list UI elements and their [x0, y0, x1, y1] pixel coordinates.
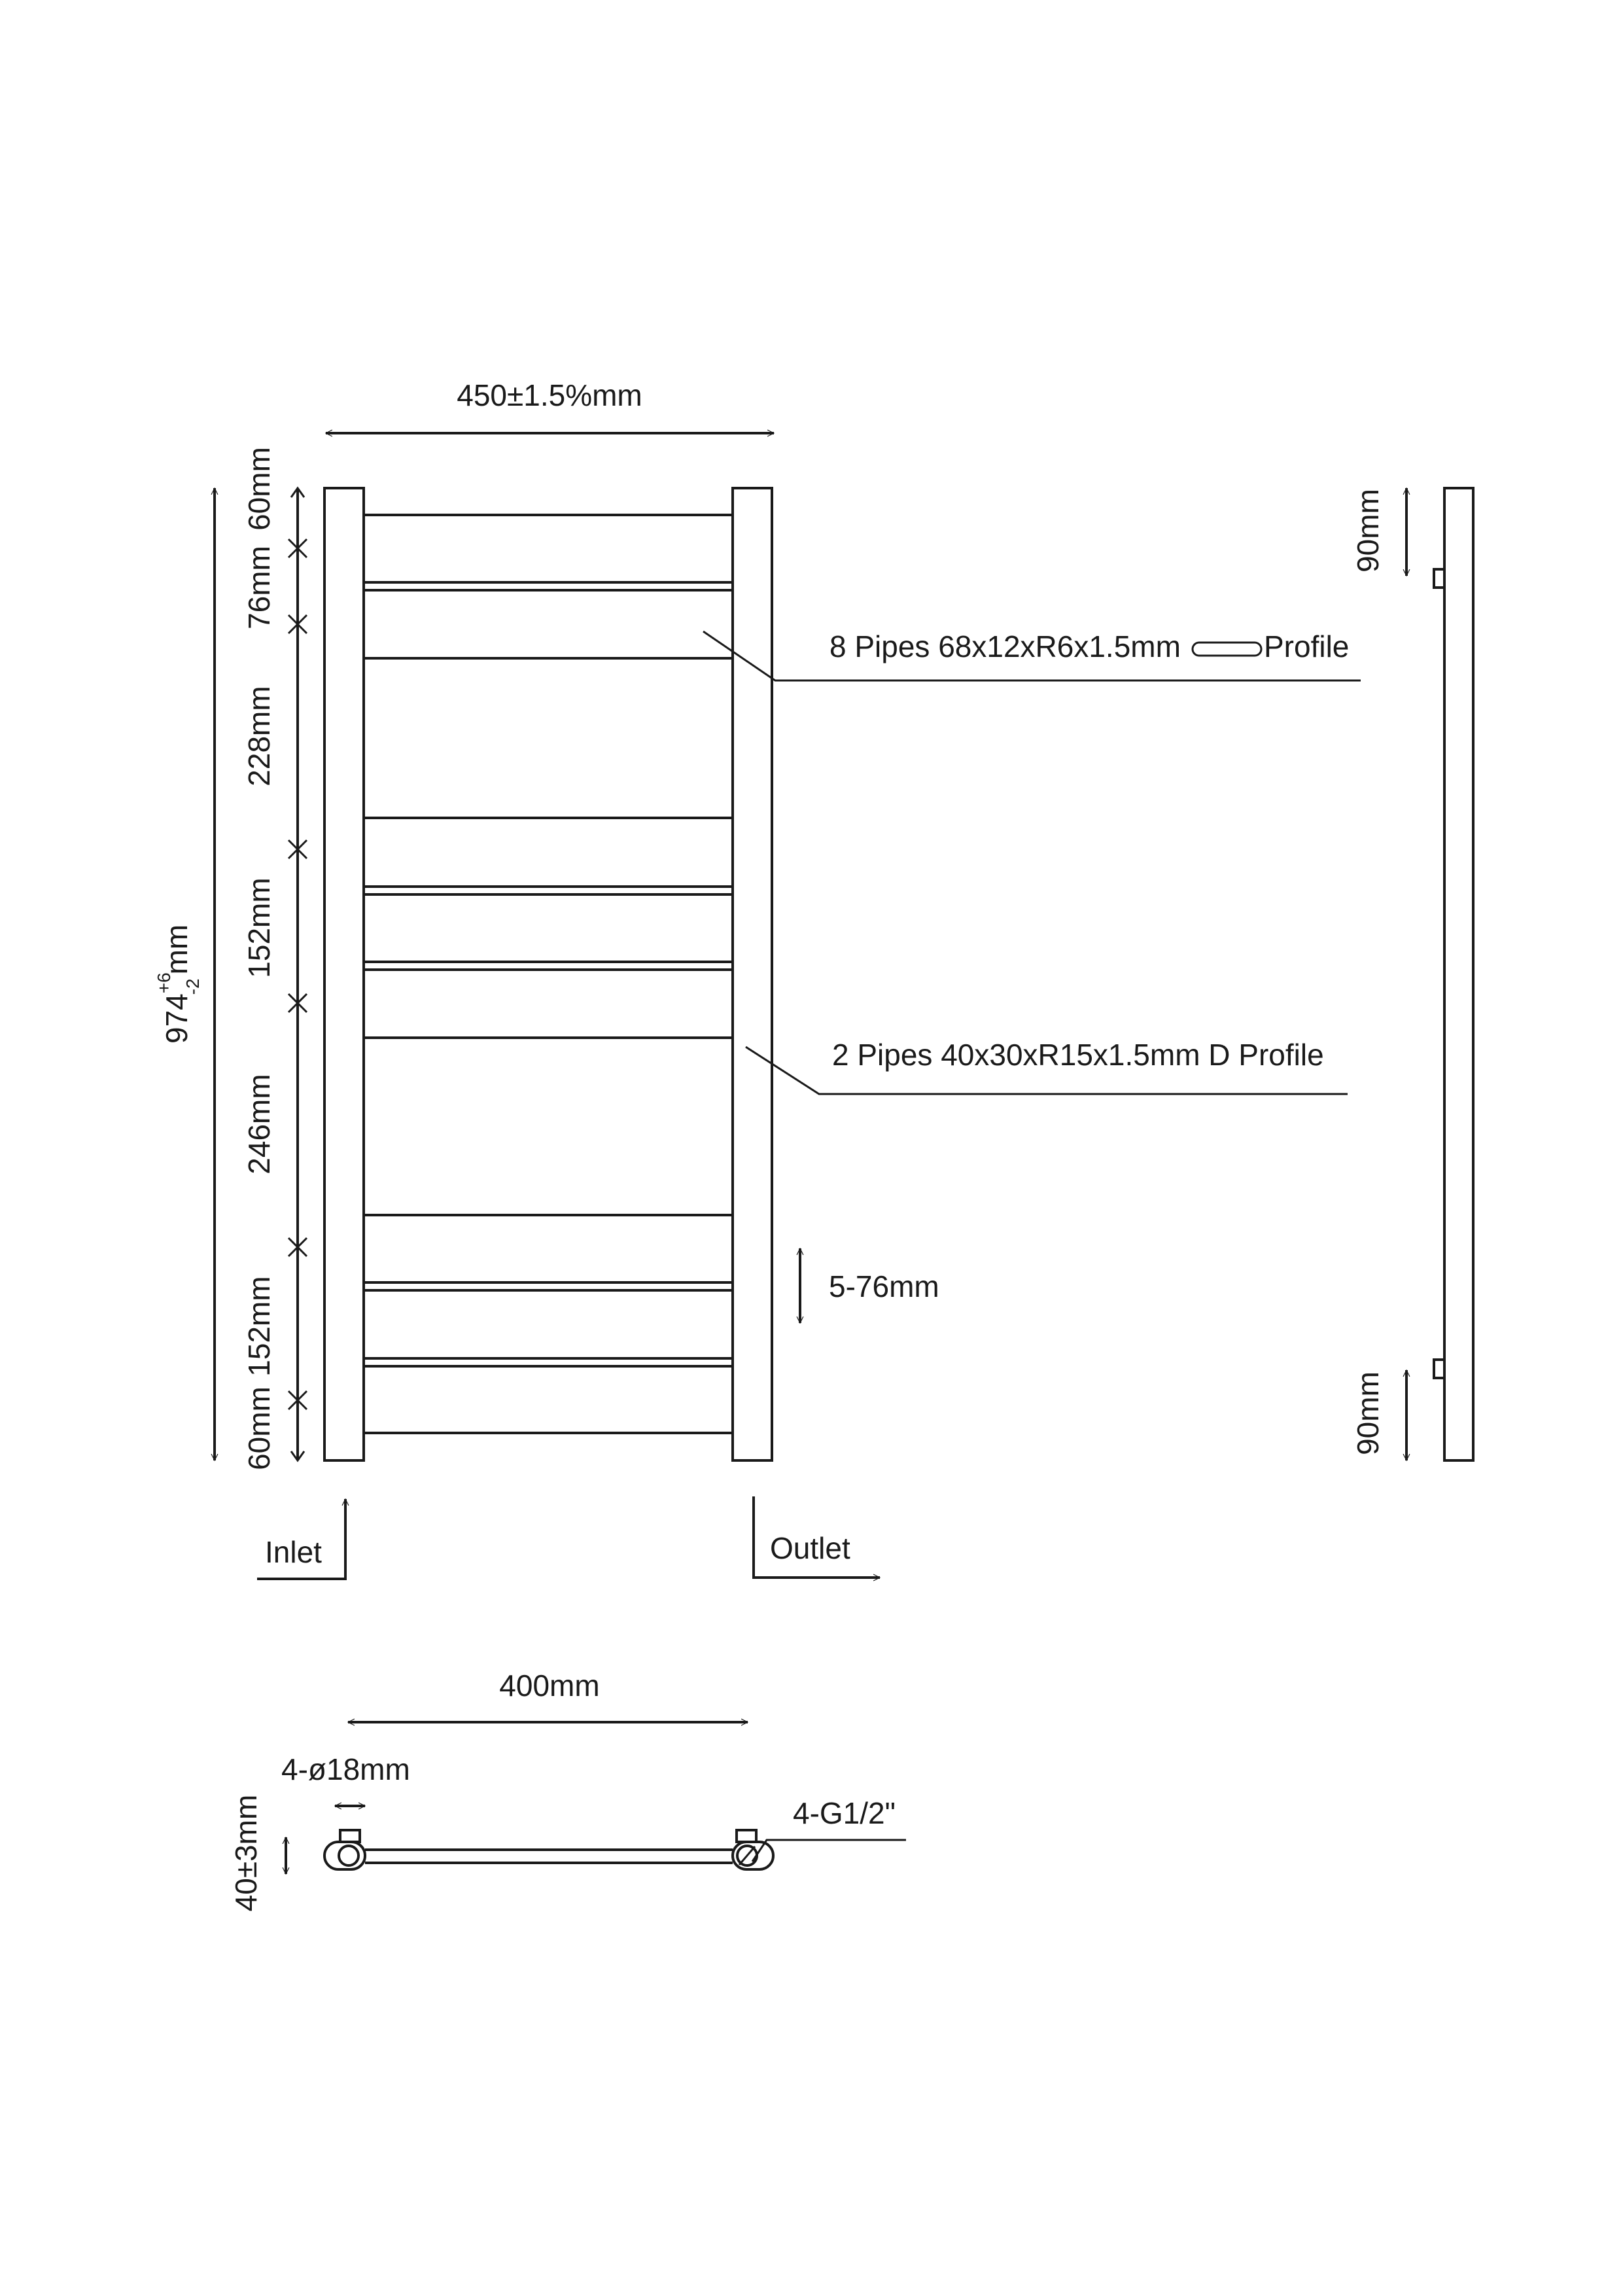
right-valve — [731, 1829, 775, 1871]
spacing-label: 60mm — [242, 1386, 276, 1470]
outlet-arrow — [752, 1496, 880, 1578]
spacing-label: 228mm — [242, 686, 276, 786]
right-rail — [731, 487, 773, 1462]
profile-word: Profile — [1264, 629, 1349, 663]
inlet-arrow — [257, 1499, 345, 1580]
inlet-label: Inlet — [265, 1535, 322, 1569]
centers-label: 400mm — [499, 1669, 599, 1703]
width-label: 450±1.5%mm — [457, 378, 642, 412]
horizontal-pipes — [364, 514, 733, 1434]
top-offset-label: 90mm — [1351, 489, 1385, 573]
spacing-label: 246mm — [242, 1074, 276, 1174]
callout-8-pipes: 8 Pipes 68x12xR6x1.5mm Profile — [703, 629, 1361, 682]
callout-2-pipes-text: 2 Pipes 40x30xR15x1.5mm D Profile — [832, 1038, 1324, 1072]
bottom-view: 400mm 4-ø18mm 40±3mm 4-G1/2" — [229, 1669, 906, 1911]
spacing-label: 152mm — [242, 877, 276, 978]
front-view: 450±1.5%mm 974+6-2mm — [154, 378, 1361, 1579]
thread-label: 4-G1/2" — [793, 1796, 896, 1830]
spacing-dimension-chain: 60mm 76mm 228mm 152mm 246mm 152mm 60mm — [242, 447, 308, 1470]
adjust-label: 5-76mm — [829, 1269, 939, 1303]
flat-oval-profile-icon — [1191, 641, 1263, 657]
callout-8-pipes-text: 8 Pipes 68x12xR6x1.5mm — [829, 629, 1181, 663]
side-view: 90mm 90mm — [1351, 487, 1475, 1462]
depth-label: 40±3mm — [229, 1795, 263, 1912]
left-rail — [323, 487, 365, 1462]
bottom-bracket — [1433, 1358, 1446, 1379]
spacing-label: 76mm — [242, 546, 276, 629]
spacing-label: 152mm — [242, 1276, 276, 1376]
side-rail — [1443, 487, 1475, 1462]
thread-leader — [751, 1839, 906, 1862]
callout-2-pipes: 2 Pipes 40x30xR15x1.5mm D Profile — [745, 1038, 1348, 1095]
hole-label: 4-ø18mm — [281, 1752, 410, 1786]
spacing-label: 60mm — [242, 447, 276, 531]
height-label: 974+6-2mm — [154, 925, 203, 1044]
top-bracket — [1433, 568, 1446, 589]
bottom-offset-label: 90mm — [1351, 1371, 1385, 1455]
outlet-label: Outlet — [770, 1531, 850, 1565]
left-valve — [323, 1829, 366, 1871]
